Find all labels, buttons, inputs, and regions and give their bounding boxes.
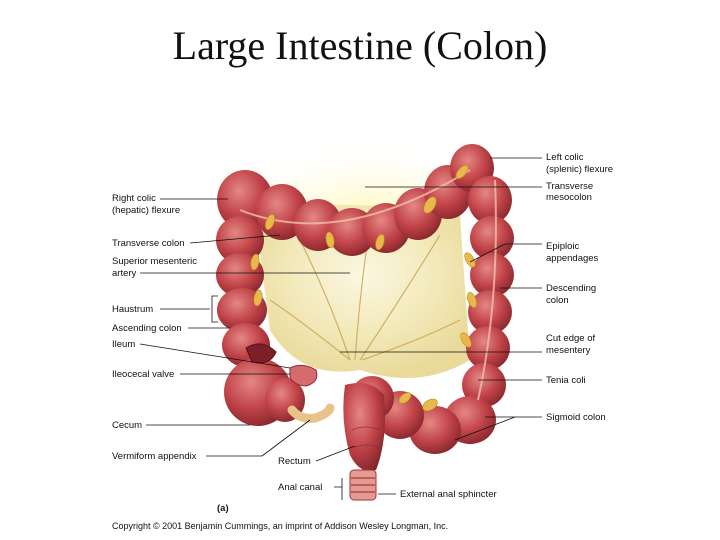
label-tenia-coli: Tenia coli xyxy=(546,375,586,386)
svg-text:mesocolon: mesocolon xyxy=(546,192,592,203)
label-ileum: Ileum xyxy=(112,339,135,350)
svg-text:appendages: appendages xyxy=(546,253,599,264)
label-superior-mesenteric-2: artery xyxy=(112,268,137,279)
svg-text:Epiploic: Epiploic xyxy=(546,241,580,252)
svg-text:Vermiform appendix: Vermiform appendix xyxy=(112,451,197,462)
svg-text:colon: colon xyxy=(546,295,569,306)
label-external-anal-sphincter: External anal sphincter xyxy=(400,489,497,500)
label-rectum: Rectum xyxy=(278,456,311,467)
svg-text:Tenia coli: Tenia coli xyxy=(546,375,586,386)
appendix xyxy=(287,403,335,423)
ileum xyxy=(289,364,318,387)
right-labels: Left colic (splenic) flexure Transverse … xyxy=(340,152,613,441)
svg-text:Left colic: Left colic xyxy=(546,152,584,163)
epiploic-appendages xyxy=(250,165,477,412)
svg-text:(splenic) flexure: (splenic) flexure xyxy=(546,164,613,175)
left-labels: Right colic (hepatic) flexure Transverse… xyxy=(112,193,350,462)
svg-text:Ileocecal valve: Ileocecal valve xyxy=(112,369,174,380)
label-ascending-colon: Ascending colon xyxy=(112,323,182,334)
svg-text:Copyright © 2001 Benjamin Cumm: Copyright © 2001 Benjamin Cummings, an i… xyxy=(112,521,448,531)
label-sigmoid-colon: Sigmoid colon xyxy=(546,412,606,423)
svg-text:(a): (a) xyxy=(217,503,229,514)
label-transverse-mesocolon-2: mesocolon xyxy=(546,192,592,203)
label-anal-canal: Anal canal xyxy=(278,482,322,493)
descending-colon xyxy=(462,176,514,407)
label-epiploic-appendages-2: appendages xyxy=(546,253,599,264)
svg-text:Transverse colon: Transverse colon xyxy=(112,238,185,249)
label-left-colic-flexure-2: (splenic) flexure xyxy=(546,164,613,175)
tenia-coli-bands xyxy=(239,169,497,401)
svg-text:Superior mesenteric: Superior mesenteric xyxy=(112,256,197,267)
label-right-colic-flexure-2: (hepatic) flexure xyxy=(112,205,180,216)
svg-text:Descending: Descending xyxy=(546,283,596,294)
label-right-colic-flexure-1: Right colic xyxy=(112,193,156,204)
figure-letter: (a) xyxy=(217,503,229,514)
label-descending-colon-1: Descending xyxy=(546,283,596,294)
label-superior-mesenteric-1: Superior mesenteric xyxy=(112,256,197,267)
page-title: Large Intestine (Colon) xyxy=(172,23,548,68)
label-transverse-mesocolon-1: Transverse xyxy=(546,181,593,192)
label-cecum: Cecum xyxy=(112,420,142,431)
label-epiploic-appendages-1: Epiploic xyxy=(546,241,580,252)
label-vermiform-appendix: Vermiform appendix xyxy=(112,451,197,462)
mesentery-vessels xyxy=(269,224,461,361)
svg-text:Ascending colon: Ascending colon xyxy=(112,323,182,334)
anal-sphincter-rings xyxy=(351,477,375,493)
svg-text:Haustrum: Haustrum xyxy=(112,304,153,315)
svg-text:Anal canal: Anal canal xyxy=(278,482,322,493)
label-transverse-colon: Transverse colon xyxy=(112,238,185,249)
label-descending-colon-2: colon xyxy=(546,295,569,306)
svg-text:artery: artery xyxy=(112,268,137,279)
label-ileocecal-valve: Ileocecal valve xyxy=(112,369,174,380)
label-cut-edge-mesentery-1: Cut edge of xyxy=(546,333,595,344)
svg-text:Right colic: Right colic xyxy=(112,193,156,204)
rectum-folds xyxy=(351,426,381,449)
svg-text:External anal sphincter: External anal sphincter xyxy=(400,489,497,500)
label-cut-edge-mesentery-2: mesentery xyxy=(546,345,591,356)
svg-text:Ileum: Ileum xyxy=(112,339,135,350)
label-left-colic-flexure-1: Left colic xyxy=(546,152,584,163)
svg-text:Transverse: Transverse xyxy=(546,181,593,192)
svg-text:Sigmoid colon: Sigmoid colon xyxy=(546,412,606,423)
svg-text:Rectum: Rectum xyxy=(278,456,311,467)
label-haustrum: Haustrum xyxy=(112,304,153,315)
svg-text:(hepatic) flexure: (hepatic) flexure xyxy=(112,205,180,216)
svg-text:mesentery: mesentery xyxy=(546,345,591,356)
svg-text:Cecum: Cecum xyxy=(112,420,142,431)
copyright-line: Copyright © 2001 Benjamin Cummings, an i… xyxy=(112,521,448,531)
svg-text:Cut edge of: Cut edge of xyxy=(546,333,595,344)
bottom-labels: Rectum Anal canal External anal sphincte… xyxy=(278,445,497,500)
